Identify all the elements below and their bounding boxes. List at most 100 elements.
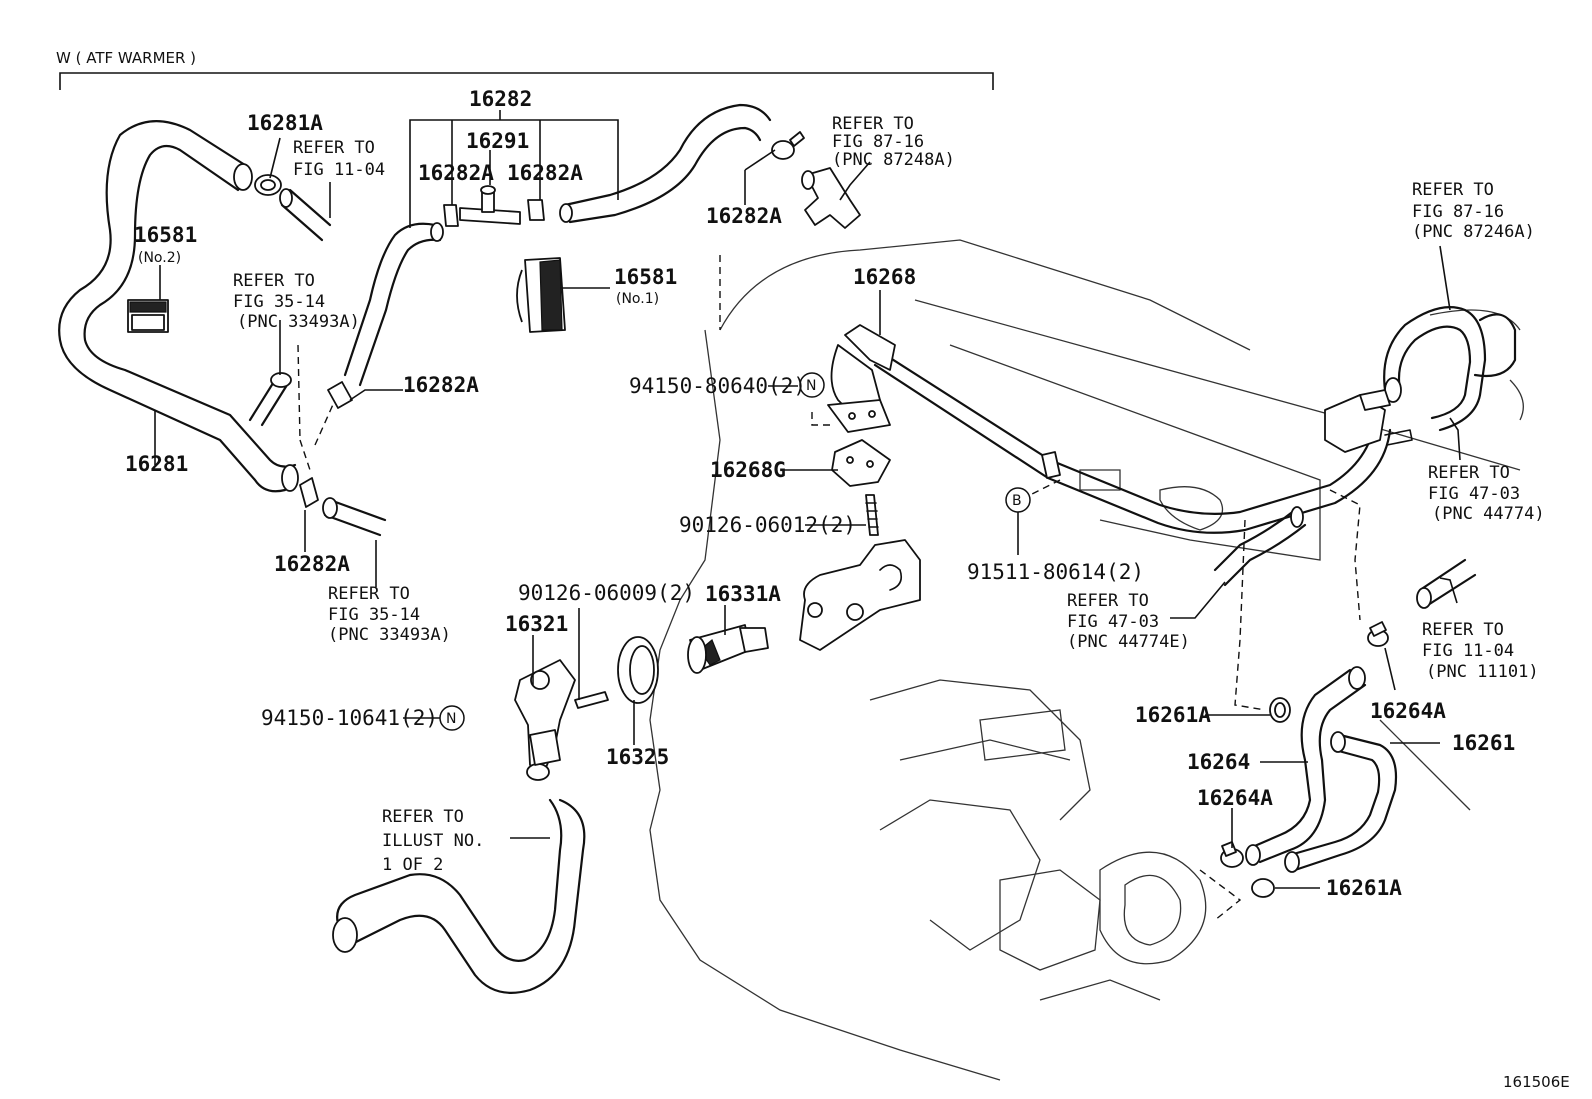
svg-text:REFER TO: REFER TO (233, 271, 315, 291)
dash-line-h (811, 412, 835, 426)
marker-n-lower: N (439, 705, 465, 731)
svg-text:REFER TO: REFER TO (1422, 620, 1504, 640)
label-91511-80614: 91511-80614(2) (967, 560, 1144, 584)
svg-text:REFER TO: REFER TO (1067, 591, 1149, 611)
svg-text:(PNC 44774): (PNC 44774) (1432, 504, 1545, 524)
label-16261A-upper: 16261A (1135, 703, 1211, 727)
ref-fig-35-14-upper: REFER TO FIG 35-14 (PNC 33493A) (233, 271, 360, 332)
svg-text:REFER TO: REFER TO (293, 138, 375, 158)
label-16264A-upper: 16264A (1370, 699, 1446, 723)
clamp-16282A-top-right (771, 131, 805, 160)
clamp-16282A-tee-right (527, 199, 545, 221)
ref-fig-11-04-left: REFER TO FIG 11-04 (293, 138, 385, 180)
pipe-stub-11101 (1416, 558, 1477, 609)
svg-text:FIG 87-16: FIG 87-16 (1412, 202, 1504, 222)
water-pipe-16268 (827, 324, 1392, 534)
svg-text:FIG 11-04: FIG 11-04 (1422, 641, 1514, 661)
label-94150-10641: 94150-10641(2) (261, 706, 438, 730)
hose-16264 (1245, 666, 1367, 866)
dash-line-e (1029, 479, 1061, 496)
thermostat-housing (799, 539, 921, 651)
svg-text:FIG 35-14: FIG 35-14 (328, 605, 420, 625)
label-16268: 16268 (853, 265, 916, 289)
label-16282A-right: 16282A (507, 161, 583, 185)
label-16581-no1: 16581 (614, 265, 677, 289)
gasket-16268G (831, 439, 891, 487)
hose-87246A (1383, 306, 1517, 432)
svg-text:FIG 11-04: FIG 11-04 (293, 160, 385, 180)
svg-text:REFER TO: REFER TO (328, 584, 410, 604)
label-94150-80640: 94150-80640(2) (629, 374, 806, 398)
pipe-stub-fig35-lower (322, 497, 387, 537)
dash-line-c (1234, 519, 1266, 711)
clamp-16282A-tee-left (443, 204, 459, 227)
svg-text:REFER TO: REFER TO (832, 114, 914, 134)
label-16291: 16291 (466, 129, 529, 153)
svg-text:(PNC 44774E): (PNC 44774E) (1067, 632, 1190, 652)
label-16581-no2: 16581 (134, 223, 197, 247)
dash-line-d (1329, 489, 1361, 621)
svg-text:FIG 87-16: FIG 87-16 (832, 132, 924, 152)
gasket-16325 (617, 636, 659, 704)
illustration-id: 161506E (1503, 1073, 1570, 1091)
pipe-stub-fig11 (279, 188, 332, 242)
dash-line-a (297, 344, 311, 471)
ref-illust-no-1-of-2: REFER TO ILLUST NO. 1 OF 2 (382, 807, 484, 875)
label-16281A: 16281A (247, 111, 323, 135)
ref-fig-87-16-87248A: REFER TO FIG 87-16 (PNC 87248A) (832, 114, 955, 170)
stud-90126-06012 (865, 494, 879, 536)
svg-text:REFER TO: REFER TO (1412, 180, 1494, 200)
svg-text:(PNC 87248A): (PNC 87248A) (832, 150, 955, 170)
clamp-16264A-lower (1220, 841, 1244, 868)
svg-text:(PNC 87246A): (PNC 87246A) (1412, 222, 1535, 242)
label-16321: 16321 (505, 612, 568, 636)
label-16261: 16261 (1452, 731, 1515, 755)
clamp-16581-no1 (516, 257, 566, 333)
svg-text:REFER TO: REFER TO (382, 807, 464, 827)
clamp-16281A (254, 174, 282, 196)
label-16581-no2-sub: (No.2) (138, 250, 181, 266)
engine-block-outline (649, 239, 1524, 1081)
svg-text:ILLUST NO.: ILLUST NO. (382, 831, 484, 851)
marker-b: B (1005, 487, 1031, 513)
label-16264: 16264 (1187, 750, 1250, 774)
label-90126-06009: 90126-06009(2) (518, 581, 695, 605)
ref-fig-35-14-lower: REFER TO FIG 35-14 (PNC 33493A) (328, 584, 451, 645)
pipe-stub-fig35-upper (248, 372, 292, 427)
hose-16281 (58, 120, 299, 493)
dash-line-f (1199, 869, 1242, 921)
ref-fig-47-03-44774: REFER TO FIG 47-03 (PNC 44774) (1428, 463, 1545, 524)
clamp-16261A-lower (1251, 878, 1275, 898)
clamp-16282A-lower (299, 477, 319, 508)
svg-text:REFER TO: REFER TO (1428, 463, 1510, 483)
clamp-16581-no2 (127, 299, 169, 333)
svg-text:(PNC 33493A): (PNC 33493A) (328, 625, 451, 645)
leader-lines (154, 110, 1461, 889)
label-16281: 16281 (125, 452, 188, 476)
hose-left-of-tee (343, 222, 444, 387)
label-16282A-mid: 16282A (403, 373, 479, 397)
label-16325: 16325 (606, 745, 669, 769)
variant-bracket (59, 72, 994, 90)
hose-16261 (1284, 731, 1398, 873)
ref-fig-87-16-87246A: REFER TO FIG 87-16 (PNC 87246A) (1412, 180, 1535, 242)
svg-text:N: N (446, 711, 456, 727)
label-16268G: 16268G (710, 458, 786, 482)
svg-text:N: N (806, 378, 816, 394)
label-16282: 16282 (469, 87, 532, 111)
clamp-16264A-top (1367, 621, 1389, 647)
label-16261A-lower: 16261A (1326, 876, 1402, 900)
svg-text:FIG 47-03: FIG 47-03 (1067, 612, 1159, 632)
hose-refer-illust (332, 798, 586, 994)
label-16282A-top: 16282A (706, 204, 782, 228)
label-16581-no1-sub: (No.1) (616, 291, 659, 307)
svg-text:FIG 35-14: FIG 35-14 (233, 292, 325, 312)
svg-text:1 OF 2: 1 OF 2 (382, 855, 443, 875)
water-inlet-16321 (514, 659, 576, 781)
variant-header: W ( ATF WARMER ) (56, 49, 196, 67)
stud-90126-06009 (574, 691, 609, 709)
ref-fig-11-04-11101: REFER TO FIG 11-04 (PNC 11101) (1422, 620, 1539, 682)
svg-text:(PNC 33493A): (PNC 33493A) (237, 312, 360, 332)
svg-text:FIG 47-03: FIG 47-03 (1428, 484, 1520, 504)
